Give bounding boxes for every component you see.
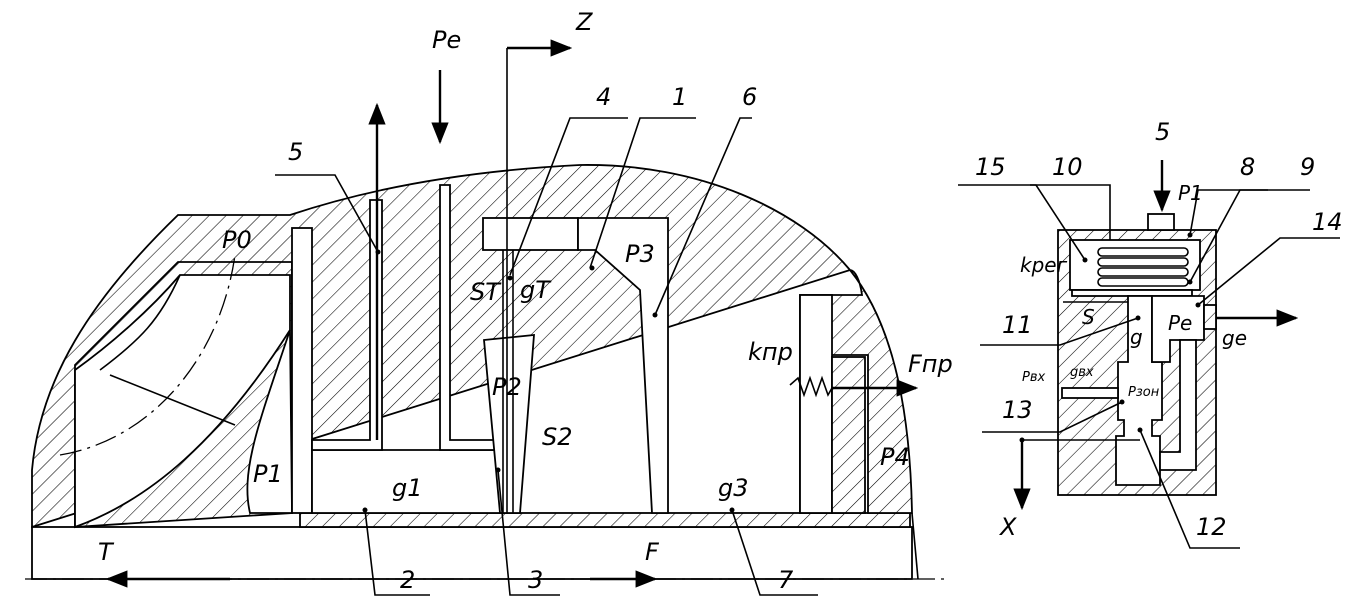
bellows-icon bbox=[1097, 247, 1189, 287]
label-g1: g1 bbox=[392, 474, 423, 502]
label-s2: S2 bbox=[542, 423, 573, 451]
label-gt: gT bbox=[520, 276, 552, 304]
reg-label-ge: ge bbox=[1222, 326, 1247, 350]
regulator-assembly: 5 15 10 8 9 14 11 13 12 P1 kрег S g Pe g… bbox=[958, 118, 1343, 549]
callout-3: 3 bbox=[528, 566, 543, 594]
shaft-base bbox=[31, 526, 913, 580]
main-assembly: Pe Z P0 P1 P2 P3 P4 ST gT S2 g1 g3 kпр F… bbox=[25, 8, 953, 596]
reg-callout-12: 12 bbox=[1196, 513, 1227, 541]
leader-lines bbox=[275, 117, 818, 596]
reg-callout-9: 9 bbox=[1300, 153, 1315, 181]
reg-point-markers bbox=[1019, 232, 1201, 443]
label-fpr: Fпр bbox=[908, 350, 953, 378]
reg-label-x: X bbox=[998, 513, 1017, 541]
reg-callout-8: 8 bbox=[1240, 153, 1255, 181]
label-f: F bbox=[645, 538, 660, 566]
reg-leader-lines bbox=[958, 184, 1340, 549]
label-p4: P4 bbox=[880, 443, 910, 471]
label-z: Z bbox=[575, 8, 593, 36]
callout-7: 7 bbox=[778, 566, 794, 594]
impeller-blade bbox=[74, 274, 291, 529]
channel-left bbox=[291, 227, 313, 514]
label-p1: P1 bbox=[253, 460, 283, 488]
reg-callout-14: 14 bbox=[1312, 208, 1343, 236]
reg-label-gvx: gвх bbox=[1070, 365, 1094, 380]
label-p0: P0 bbox=[222, 226, 252, 254]
callout-1: 1 bbox=[672, 83, 687, 111]
reg-label-s: S bbox=[1082, 305, 1095, 329]
reg-callout-15: 15 bbox=[975, 153, 1006, 181]
reg-label-p1: P1 bbox=[1178, 181, 1203, 205]
reg-callout-11: 11 bbox=[1002, 311, 1033, 339]
reg-callout-10: 10 bbox=[1052, 153, 1083, 181]
point-markers bbox=[362, 249, 735, 513]
reg-callout-13: 13 bbox=[1002, 396, 1033, 424]
callout-5: 5 bbox=[288, 138, 303, 166]
callout-6: 6 bbox=[742, 83, 757, 111]
label-p2: P2 bbox=[492, 373, 522, 401]
reg-label-pzon: Pзон bbox=[1128, 385, 1160, 400]
spring-icon bbox=[789, 375, 833, 398]
label-pe: Pe bbox=[432, 26, 461, 54]
label-g3: g3 bbox=[718, 474, 749, 502]
reg-label-pvx: Pвх bbox=[1022, 370, 1046, 385]
callout-2: 2 bbox=[400, 566, 415, 594]
reg-label-g: g bbox=[1130, 325, 1143, 349]
label-t: T bbox=[98, 538, 115, 566]
callout-4: 4 bbox=[596, 83, 611, 111]
cavity-p3 bbox=[577, 217, 669, 514]
reg-label-pe: Pe bbox=[1168, 311, 1192, 335]
reg-callout-5: 5 bbox=[1155, 118, 1170, 146]
label-kpr: kпр bbox=[748, 338, 793, 366]
label-st: ST bbox=[470, 278, 502, 306]
label-p3: P3 bbox=[625, 240, 655, 268]
reg-label-kreg: kрег bbox=[1020, 253, 1068, 277]
shaft-sleeve bbox=[299, 512, 911, 528]
